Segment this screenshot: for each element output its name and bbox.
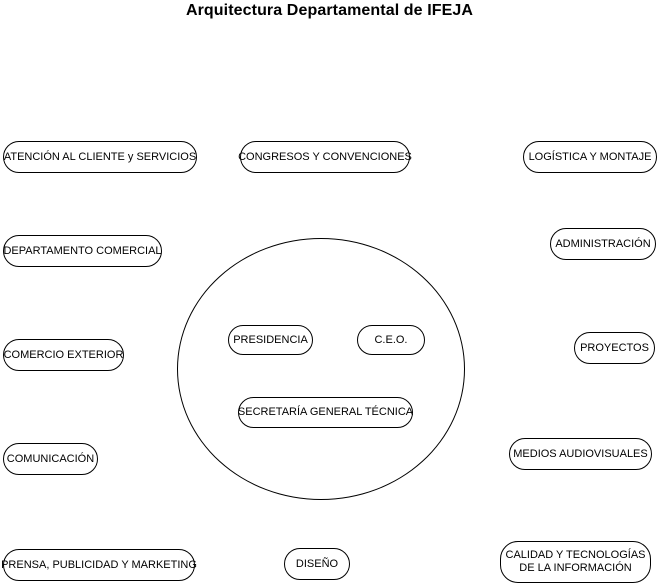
node-comunicacion: COMUNICACIÓN [3,443,98,475]
node-calidad-line2: DE LA INFORMACIÓN [519,562,632,574]
node-atencion-cliente: ATENCIÓN AL CLIENTE y SERVICIOS [3,141,197,173]
diagram-title: Arquitectura Departamental de IFEJA [185,2,474,19]
node-comercio-exterior: COMERCIO EXTERIOR [3,339,124,371]
node-diseno: DISEÑO [284,548,350,580]
node-calidad-line1: CALIDAD Y TECNOLOGÍAS [505,549,646,561]
node-congresos-convenciones: CONGRESOS Y CONVENCIONES [238,141,412,173]
node-prensa-publicidad-marketing: PRENSA, PUBLICIDAD Y MARKETING [1,549,197,581]
node-departamento-comercial: DEPARTAMENTO COMERCIAL [3,235,162,267]
node-administracion: ADMINISTRACIÓN [550,228,656,260]
node-logistica-montaje: LOGÍSTICA Y MONTAJE [523,141,657,173]
node-proyectos: PROYECTOS [574,332,655,364]
node-presidencia: PRESIDENCIA [228,325,313,355]
central-circle [177,238,465,500]
node-ceo: C.E.O. [357,325,425,355]
node-secretaria-general-tecnica: SECRETARÍA GENERAL TÉCNICA [238,397,413,428]
node-calidad-tecnologias: CALIDAD Y TECNOLOGÍAS DE LA INFORMACIÓN [500,541,651,583]
node-medios-audiovisuales: MEDIOS AUDIOVISUALES [509,438,652,470]
